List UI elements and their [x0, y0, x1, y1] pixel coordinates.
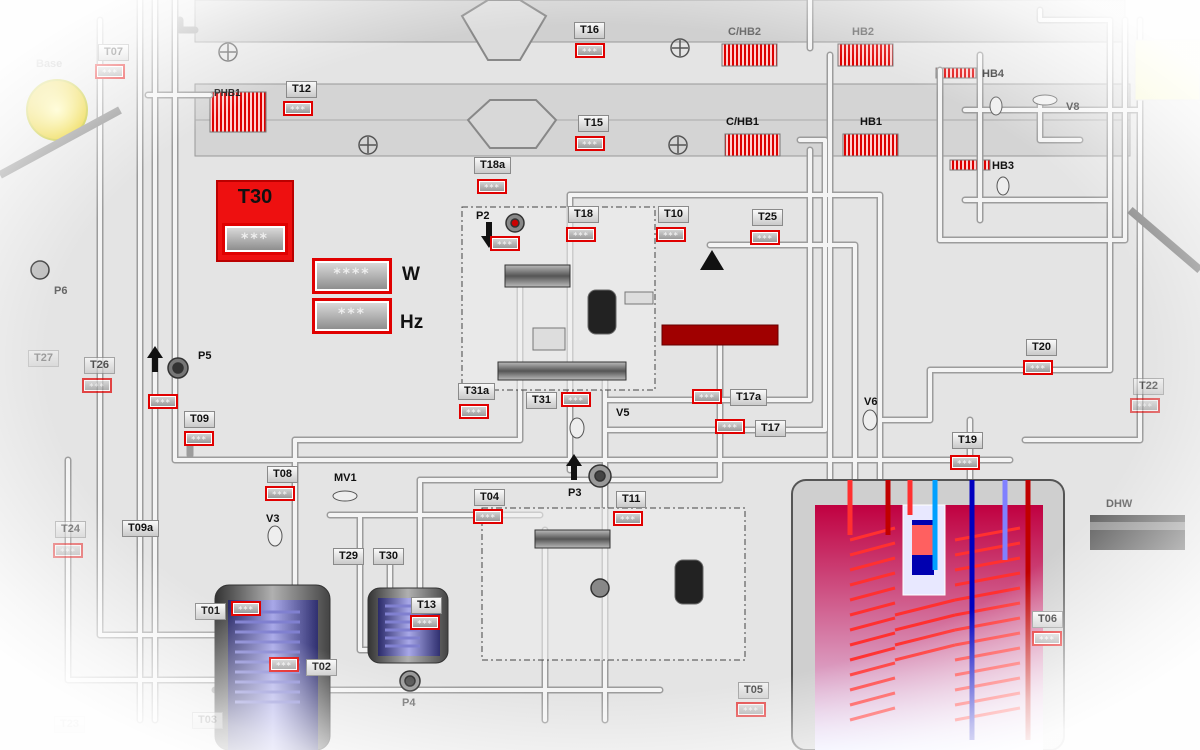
p2-value[interactable]: ***: [490, 236, 520, 251]
t23-tag: T23: [54, 716, 85, 733]
t06-tag: T06: [1032, 611, 1063, 628]
t24-tag: T24: [55, 521, 86, 538]
p5-label: P5: [198, 350, 212, 362]
t07-tag: T07: [98, 44, 129, 61]
t16-value[interactable]: ***: [575, 43, 605, 58]
power-value[interactable]: ****: [312, 258, 392, 294]
t30-tag: T30: [373, 548, 404, 565]
t01-value[interactable]: ***: [231, 601, 261, 616]
t01-tag: T01: [195, 603, 226, 620]
t26-value[interactable]: ***: [82, 378, 112, 393]
t15-tag: T15: [578, 115, 609, 132]
t18a-tag: T18a: [474, 157, 512, 174]
t13-tag: T13: [411, 597, 442, 614]
v6-label: V6: [864, 396, 878, 408]
t08-value[interactable]: ***: [265, 486, 295, 501]
t18-value[interactable]: ***: [566, 227, 596, 242]
t31a-value[interactable]: ***: [459, 404, 489, 419]
hb3-label: HB3: [992, 160, 1015, 172]
t17-value[interactable]: ***: [715, 419, 745, 434]
t09-value[interactable]: ***: [184, 431, 214, 446]
t25-tag: T25: [752, 209, 783, 226]
t04-tag: T04: [474, 489, 505, 506]
t27-tag: T27: [28, 350, 59, 367]
t06-value[interactable]: ***: [1032, 631, 1062, 646]
t22-tag: T22: [1133, 378, 1164, 395]
chb1-label: C/HB1: [726, 116, 760, 128]
t12-tag: T12: [286, 81, 317, 98]
p6-label: P6: [54, 285, 68, 297]
t26-tag: T26: [84, 357, 115, 374]
t11-value[interactable]: ***: [613, 511, 643, 526]
t18-tag: T18: [568, 206, 599, 223]
t19-tag: T19: [952, 432, 983, 449]
p4-label: P4: [402, 697, 416, 709]
t07-value[interactable]: ***: [95, 64, 125, 79]
t02-value[interactable]: ***: [269, 657, 299, 672]
t08-tag: T08: [267, 466, 298, 483]
frequency-unit: Hz: [400, 312, 424, 333]
t31a-tag: T31a: [458, 383, 496, 400]
t18a-value[interactable]: ***: [477, 179, 507, 194]
phb1-label: PHB1: [214, 88, 241, 99]
dhw-label: DHW: [1106, 498, 1133, 510]
frequency-value[interactable]: ***: [312, 298, 392, 334]
t10-tag: T10: [658, 206, 689, 223]
power-unit: W: [402, 264, 420, 285]
chb2-label: C/HB2: [728, 26, 762, 38]
t31-tag: T31: [526, 392, 557, 409]
base-label: Base: [36, 58, 63, 70]
v8-label: V8: [1066, 101, 1080, 113]
mv1-label: MV1: [334, 472, 357, 484]
t05-value[interactable]: ***: [736, 702, 766, 717]
t17a-tag: T17a: [730, 389, 768, 406]
t17-tag: T17: [755, 420, 786, 437]
t29-tag: T29: [333, 548, 364, 565]
t16-tag: T16: [574, 22, 605, 39]
t03-tag: T03: [192, 712, 223, 729]
t15-value[interactable]: ***: [575, 136, 605, 151]
t25-value[interactable]: ***: [750, 230, 780, 245]
p5-value[interactable]: ***: [148, 394, 178, 409]
p2-label: P2: [476, 210, 490, 222]
p3-label: P3: [568, 487, 582, 499]
t30-panel-title: T30: [237, 186, 273, 208]
hb1-label: HB1: [860, 116, 883, 128]
t05-tag: T05: [738, 682, 769, 699]
t04-value[interactable]: ***: [473, 509, 503, 524]
t10-value[interactable]: ***: [656, 227, 686, 242]
t31-value[interactable]: ***: [561, 392, 591, 407]
t11-tag: T11: [616, 491, 647, 508]
t13-value[interactable]: ***: [410, 615, 440, 630]
t22-value[interactable]: ***: [1130, 398, 1160, 413]
hb4-label: HB4: [982, 68, 1005, 80]
t09-tag: T09: [184, 411, 215, 428]
t24-value[interactable]: ***: [53, 543, 83, 558]
t12-value[interactable]: ***: [283, 101, 313, 116]
t20-tag: T20: [1026, 339, 1057, 356]
t20-value[interactable]: ***: [1023, 360, 1053, 375]
t17a-value[interactable]: ***: [692, 389, 722, 404]
v5-label: V5: [616, 407, 630, 419]
t09a-tag: T09a: [122, 520, 160, 537]
t02-tag: T02: [306, 659, 337, 676]
t19-value[interactable]: ***: [950, 455, 980, 470]
hb2-label: HB2: [852, 26, 875, 38]
v3-label: V3: [266, 513, 280, 525]
t30-value[interactable]: ***: [222, 223, 288, 255]
